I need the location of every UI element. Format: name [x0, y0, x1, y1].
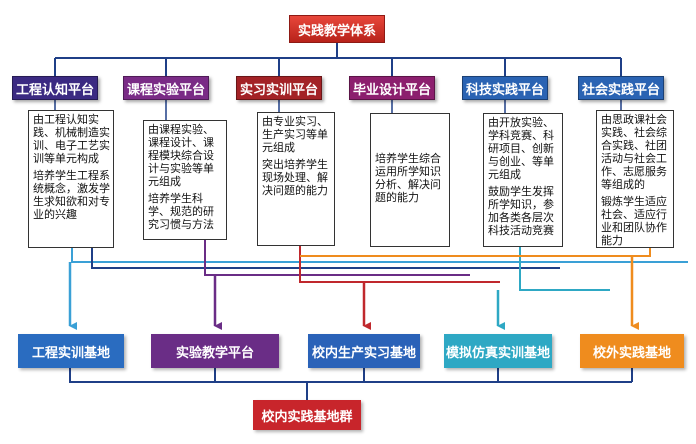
platform-graduation-design: 毕业设计平台 [349, 76, 435, 100]
platform-social-practice: 社会实践平台 [578, 76, 664, 100]
desc-technology-practice-composition: 由开放实验、学科竞赛、科研项目、创新与创业、等单元组成 [488, 116, 554, 181]
desc-technology-practice: 由开放实验、学科竞赛、科研项目、创新与创业、等单元组成 鼓励学生发挥所学知识，参… [483, 113, 563, 247]
desc-engineering-cognition-composition: 由工程认知实践、机械制造实训、电子工艺实训等单元构成 [33, 113, 110, 165]
base-engineering-training: 工程实训基地 [18, 334, 124, 368]
desc-social-practice-goal: 锻炼学生适应社会、适应行业和团队协作能力 [601, 195, 667, 247]
desc-internship-training-goal: 突出培养学生现场处理、解决问题的能力 [262, 158, 328, 197]
desc-graduation-design-goal: 培养学生综合运用所学知识分析、解决问题的能力 [375, 152, 441, 204]
base-simulation-training: 模拟仿真实训基地 [444, 334, 552, 368]
desc-engineering-cognition: 由工程认知实践、机械制造实训、电子工艺实训等单元构成 培养学生工程系统概念，激发… [28, 110, 114, 248]
desc-graduation-design: 培养学生综合运用所学知识分析、解决问题的能力 [370, 113, 450, 247]
desc-social-practice-composition: 由思政课社会实践、社会综合实践、社团活动与社会工作、志愿服务等组成的 [601, 113, 667, 191]
base-off-campus-practice: 校外实践基地 [580, 334, 684, 368]
platform-internship-training: 实习实训平台 [236, 76, 322, 100]
bus-red [299, 246, 500, 283]
desc-social-practice: 由思政课社会实践、社会综合实践、社团活动与社会工作、志愿服务等组成的 锻炼学生适… [596, 110, 674, 248]
desc-technology-practice-goal: 鼓励学生发挥所学知识，参加各类各层次科技活动竞赛 [488, 185, 554, 237]
desc-course-experiment-composition: 由课程实验、课程设计、课程模块综合设计与实验等单元组成 [148, 123, 214, 188]
platform-technology-practice: 科技实践平台 [462, 76, 548, 100]
platform-engineering-cognition: 工程认知平台 [12, 76, 98, 100]
desc-course-experiment: 由课程实验、课程设计、课程模块综合设计与实验等单元组成 培养学生科学、规范的研究… [143, 120, 227, 240]
bus-navy [91, 248, 560, 269]
bus-blue [71, 248, 688, 263]
base-bottom-bus [69, 368, 632, 383]
bus-cyan [519, 247, 610, 291]
desc-internship-training-composition: 由专业实习、生产实习等单元组成 [262, 115, 328, 154]
platform-course-experiment: 课程实验平台 [123, 76, 209, 100]
campus-base-group: 校内实践基地群 [253, 400, 361, 430]
base-campus-production-internship: 校内生产实习基地 [308, 334, 420, 368]
bus-orange [300, 248, 651, 257]
bus-purple [204, 240, 470, 276]
desc-engineering-cognition-goal: 培养学生工程系统概念，激发学生求知欲和对专业的兴趣 [33, 169, 110, 221]
system-title: 实践教学体系 [289, 15, 385, 43]
desc-internship-training: 由专业实习、生产实习等单元组成 突出培养学生现场处理、解决问题的能力 [257, 112, 335, 246]
base-experiment-teaching: 实验教学平台 [151, 334, 279, 368]
desc-course-experiment-goal: 培养学生科学、规范的研究习惯与方法 [148, 192, 214, 231]
